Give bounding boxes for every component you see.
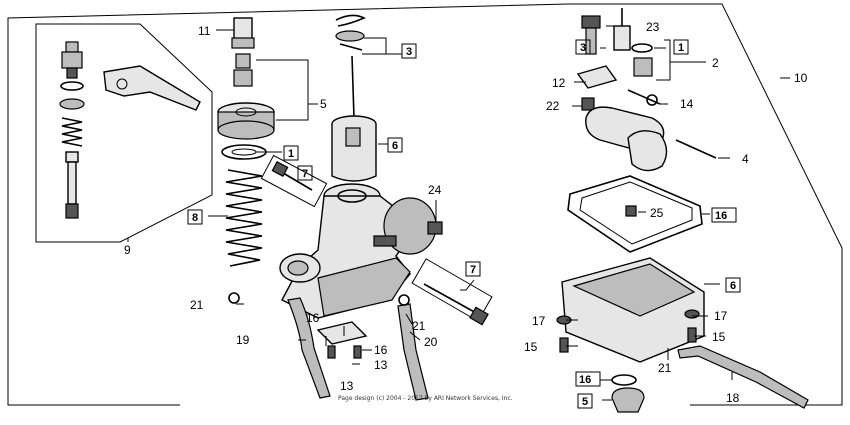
left-spring-part bbox=[61, 117, 83, 147]
label-20: 20 bbox=[424, 335, 438, 349]
label-17-left: 17 bbox=[532, 314, 546, 328]
label-21-left: 21 bbox=[190, 298, 204, 312]
label-boxes bbox=[187, 39, 741, 409]
float-bowl-gasket-part-16 bbox=[567, 175, 703, 253]
label-17-right: 17 bbox=[714, 309, 728, 323]
fitting-part-24 bbox=[427, 221, 443, 235]
kit-frame-9 bbox=[35, 23, 213, 243]
overflow-tube-part-18 bbox=[677, 345, 809, 409]
left-washer-part bbox=[59, 81, 85, 110]
float-bowl-part-6 bbox=[561, 257, 705, 363]
label-11: 11 bbox=[198, 24, 211, 38]
throttle-slide-part-6 bbox=[331, 115, 377, 182]
pilot-screw-lower-part-7 bbox=[411, 258, 493, 326]
spring-part-14 bbox=[627, 89, 661, 106]
label-5: 5 bbox=[320, 97, 327, 111]
label-16-drain: 16 bbox=[579, 374, 591, 386]
label-3-needle: 3 bbox=[406, 46, 412, 58]
float-part-4 bbox=[585, 106, 717, 172]
label-1-choke: 1 bbox=[678, 42, 684, 54]
label-10: 10 bbox=[794, 71, 808, 85]
plate-part-16 bbox=[316, 321, 368, 345]
label-13-bottom: 13 bbox=[340, 379, 354, 393]
throttle-lever-part bbox=[103, 65, 201, 111]
label-6-slide: 6 bbox=[392, 140, 398, 152]
label-21-center: 21 bbox=[412, 319, 426, 333]
left-pin-part bbox=[65, 151, 79, 219]
label-3-choke: 3 bbox=[580, 42, 586, 54]
label-16-left: 16 bbox=[306, 311, 320, 325]
label-25: 25 bbox=[650, 206, 664, 220]
label-13-right: 13 bbox=[374, 358, 388, 372]
label-16-gasket: 16 bbox=[715, 210, 727, 222]
label-24: 24 bbox=[428, 183, 442, 197]
label-4: 4 bbox=[742, 152, 749, 166]
throttle-spring-part-8 bbox=[225, 169, 263, 267]
choke-washer-part-1 bbox=[631, 43, 653, 77]
label-6-bowl: 6 bbox=[730, 280, 736, 292]
throttle-stop-screw-part bbox=[61, 41, 83, 79]
needle-clip-part-3 bbox=[335, 14, 366, 119]
label-9: 9 bbox=[124, 243, 131, 257]
label-7-lower: 7 bbox=[470, 264, 476, 276]
drain-tube-part-20 bbox=[397, 303, 429, 401]
label-23: 23 bbox=[646, 20, 660, 34]
label-18: 18 bbox=[726, 391, 740, 405]
bowl-screws-part-15 bbox=[559, 327, 697, 353]
screws-part-13 bbox=[327, 345, 362, 359]
label-14: 14 bbox=[680, 97, 694, 111]
tube-clip-part-21 bbox=[228, 292, 410, 306]
label-19: 19 bbox=[236, 333, 250, 347]
label-8-spring: 8 bbox=[192, 212, 198, 224]
label-7-upper: 7 bbox=[302, 168, 308, 180]
top-cap-part-11 bbox=[231, 17, 255, 87]
choke-screw-part-3 bbox=[581, 15, 601, 55]
label-22: 22 bbox=[546, 99, 560, 113]
choke-plunger-part-23 bbox=[613, 8, 631, 51]
bowl-washers-part-17 bbox=[556, 309, 700, 325]
leader-lines bbox=[127, 25, 790, 401]
assembly-frame bbox=[7, 3, 843, 406]
label-16-right: 16 bbox=[374, 343, 388, 357]
label-2: 2 bbox=[712, 56, 719, 70]
carburetor-body bbox=[279, 183, 437, 319]
vent-tube-part-19 bbox=[287, 297, 331, 399]
cap-gear-part-5 bbox=[217, 102, 275, 140]
label-12: 12 bbox=[552, 76, 566, 90]
drain-plug-part-5 bbox=[611, 374, 645, 413]
pilot-screw-upper-part-7 bbox=[260, 154, 328, 208]
copyright-notice: Page design (c) 2004 - 2017 by ARI Netwo… bbox=[338, 395, 513, 402]
label-15-left: 15 bbox=[524, 340, 538, 354]
label-5-drain: 5 bbox=[582, 396, 588, 408]
choke-bracket-part-12 bbox=[576, 65, 618, 111]
label-21-right: 21 bbox=[658, 361, 672, 375]
label-15-right: 15 bbox=[712, 330, 726, 344]
label-1-washer: 1 bbox=[288, 148, 294, 160]
